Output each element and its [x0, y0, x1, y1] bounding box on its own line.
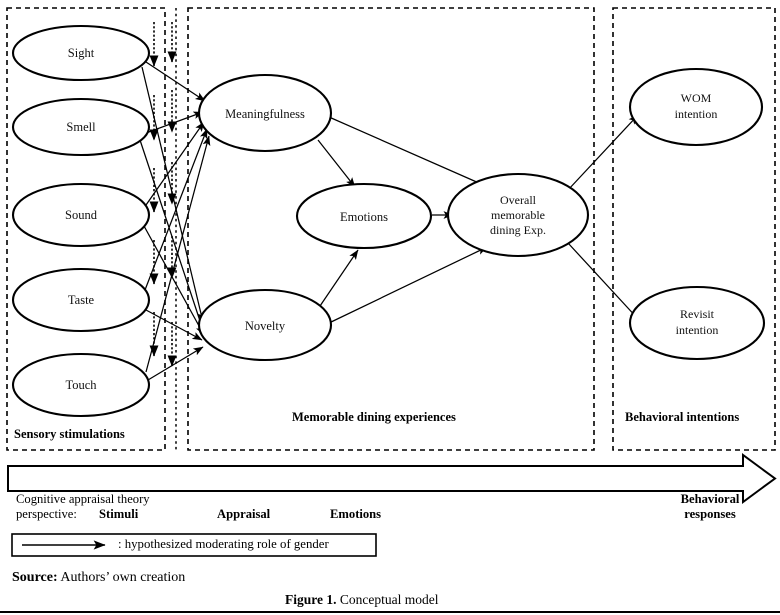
- node-touch[interactable]: Touch: [11, 352, 151, 418]
- node-wom-shape[interactable]: [628, 67, 764, 147]
- node-overall-label-line3: dining Exp.: [490, 223, 546, 237]
- link-sight-meaningfulness: [145, 61, 206, 102]
- node-smell-label: Smell: [66, 120, 96, 134]
- node-sound-shape[interactable]: [11, 182, 151, 248]
- node-taste[interactable]: Taste: [11, 267, 151, 333]
- process-stage-behavioral-line1: Behavioral: [680, 492, 740, 506]
- link-meaningfulness-overall: [328, 116, 489, 188]
- legend-box: [11, 533, 377, 557]
- source-line: Source: Authors’ own creation: [12, 570, 185, 585]
- link-overall-revisit: [567, 242, 640, 321]
- node-revisit-shape[interactable]: [628, 285, 766, 361]
- node-overall-shape[interactable]: [446, 172, 590, 258]
- node-sight-shape[interactable]: [11, 24, 151, 82]
- node-sound-label: Sound: [65, 208, 98, 222]
- link-meaningfulness-emotions: [317, 139, 356, 188]
- panel-sensory-stimulations: [6, 7, 166, 451]
- process-flow-arrow: [7, 453, 777, 504]
- figure-caption-text: Conceptual model: [336, 592, 439, 607]
- node-novelty-label: Novelty: [245, 319, 286, 333]
- link-sound-meaningfulness: [145, 121, 205, 206]
- node-revisit-label-line1: Revisit: [680, 307, 715, 321]
- node-overall-memorable-dining-exp[interactable]: Overall memorable dining Exp.: [446, 172, 590, 258]
- node-wom-label-line1: WOM: [681, 91, 712, 105]
- link-novelty-emotions: [319, 249, 359, 307]
- node-touch-shape[interactable]: [11, 352, 151, 418]
- node-sight[interactable]: Sight: [11, 24, 151, 82]
- figure-caption-number: Figure 1.: [285, 592, 337, 607]
- link-overall-wom: [567, 114, 639, 191]
- node-overall-label-line2: memorable: [491, 208, 545, 222]
- node-wom-intention[interactable]: WOM intention: [628, 67, 764, 147]
- node-revisit-intention[interactable]: Revisit intention: [628, 285, 766, 361]
- link-taste-meaningfulness: [144, 128, 208, 291]
- node-taste-label: Taste: [68, 293, 95, 307]
- panel-behavioral-intentions: [612, 7, 776, 451]
- link-novelty-overall: [328, 246, 488, 324]
- node-meaningfulness[interactable]: Meaningfulness: [197, 73, 333, 153]
- source-value: Authors’ own creation: [57, 570, 186, 585]
- moderating-gender-arrows: [149, 22, 177, 367]
- node-emotions[interactable]: Emotions: [295, 182, 433, 250]
- process-stage-appraisal: Appraisal: [217, 507, 271, 521]
- link-smell-novelty: [139, 139, 204, 331]
- node-smell[interactable]: Smell: [11, 97, 151, 157]
- node-meaningfulness-shape[interactable]: [197, 73, 333, 153]
- node-meaningfulness-label: Meaningfulness: [225, 107, 305, 121]
- panel-label-sensory: Sensory stimulations: [14, 427, 125, 441]
- node-overall-label-line1: Overall: [500, 193, 537, 207]
- node-sound[interactable]: Sound: [11, 182, 151, 248]
- link-sound-novelty: [143, 225, 205, 336]
- node-novelty-shape[interactable]: [197, 288, 333, 362]
- legend-label: : hypothesized moderating role of gender: [118, 537, 329, 551]
- node-emotions-shape[interactable]: [295, 182, 433, 250]
- source-label: Source:: [12, 570, 58, 585]
- process-arrow-prefix-line1: Cognitive appraisal theory: [16, 492, 150, 506]
- node-revisit-label-line2: intention: [676, 323, 719, 337]
- process-stage-emotions: Emotions: [330, 507, 382, 521]
- node-novelty[interactable]: Novelty: [197, 288, 333, 362]
- node-emotions-label: Emotions: [340, 210, 388, 224]
- process-stage-stimuli: Stimuli: [99, 507, 139, 521]
- node-smell-shape[interactable]: [11, 97, 151, 157]
- process-stage-behavioral-line2: responses: [684, 507, 736, 521]
- link-taste-novelty: [145, 309, 203, 341]
- legend: [11, 533, 377, 557]
- node-wom-label-line2: intention: [675, 107, 718, 121]
- node-taste-shape[interactable]: [11, 267, 151, 333]
- link-touch-meaningfulness: [145, 135, 211, 373]
- node-sight-label: Sight: [68, 46, 95, 60]
- node-touch-label: Touch: [65, 378, 97, 392]
- links-mediators-to-outcomes: [317, 114, 640, 324]
- figure-caption: Figure 1. Conceptual model: [285, 592, 438, 607]
- process-arrow-prefix-line2: perspective:: [16, 507, 80, 521]
- panel-label-behavior: Behavioral intentions: [625, 410, 739, 424]
- panel-label-memorable: Memorable dining experiences: [292, 410, 456, 424]
- panel-memorable-dining-experiences: [187, 7, 595, 451]
